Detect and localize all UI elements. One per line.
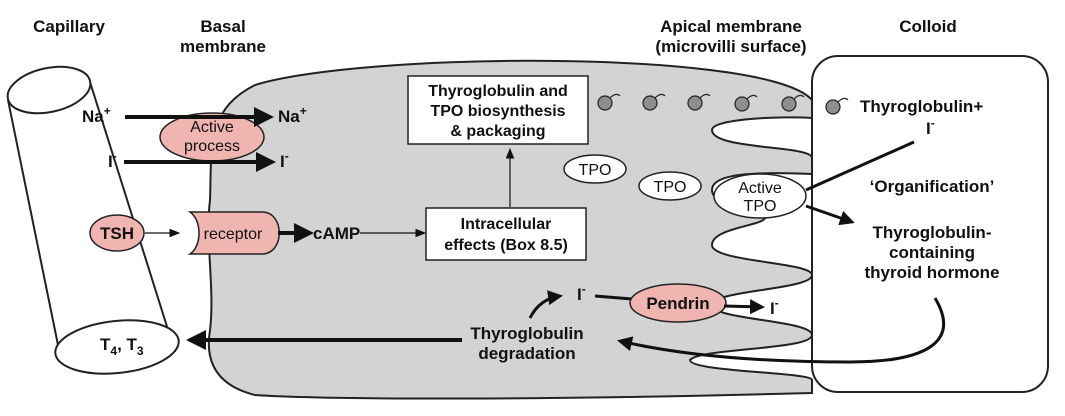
active-tpo-to-hormone-arrow [805,204,855,226]
pendrin-ellipse [629,283,727,323]
degradation-to-iodide-arrow [528,290,563,319]
hormone-line2: containing [889,243,975,262]
tpo-ellipse-2 [638,171,702,201]
vesicle-4 [734,94,758,112]
colloid-box [811,55,1049,393]
biosynthesis-line1: Thyroglobulin and [428,83,568,100]
iodide-to-active-tpo-line [805,140,915,192]
header-basal-line2: membrane [180,37,266,56]
header-colloid: Colloid [899,17,957,36]
t4-t3-label: T4, T3 [100,335,144,358]
degradation-line2: degradation [478,344,575,363]
vesicle-colloid [825,97,849,115]
degradation-line1: Thyroglobulin [470,324,583,343]
active-tpo-line2: TPO [744,198,777,215]
organification-label: ‘Organification’ [870,177,995,196]
vesicle-2 [642,93,666,111]
pendrin-label: Pendrin [646,294,709,313]
colloid-iodide-label: I- [926,116,935,138]
vesicle-3 [687,93,711,111]
vesicle-5 [781,94,805,112]
active-process-line2: process [184,138,240,155]
header-capillary: Capillary [33,17,105,36]
tsh-label: TSH [100,224,134,243]
receptor-shape [187,211,280,255]
active-process-line1: Active [190,119,234,136]
iodide-left-label: I- [108,149,117,171]
vesicles [597,93,849,115]
header-apical-line1: Apical membrane [660,17,802,36]
thyroglobulin-plus-label: Thyroglobulin+ [860,97,983,116]
vesicle-1 [597,93,621,111]
capillary-tube [6,65,180,375]
iodide-outside-label: I- [770,296,779,318]
tpo-ellipse-1 [563,154,627,184]
biosynthesis-box [407,75,589,145]
tpo-label-1: TPO [579,162,612,179]
iodide-to-pendrin-line [594,294,633,301]
biosynthesis-line3: & packaging [450,123,545,140]
intracellular-line2: effects (Box 8.5) [444,237,568,254]
tsh-ellipse [89,214,145,252]
active-tpo-ellipse [713,173,807,219]
receptor-label: receptor [204,226,263,243]
pendrin-efflux-arrow [723,299,765,315]
intracellular-effects-box [425,207,587,261]
iodide-inside-label: I- [577,282,586,304]
intracellular-line1: Intracellular [461,216,552,233]
active-tpo-line1: Active [738,180,782,197]
camp-label: cAMP [313,224,360,243]
sodium-right-label: Na+ [278,104,307,126]
header-basal-line1: Basal [200,17,245,36]
header-apical-line2: (microvilli surface) [655,37,806,56]
colloid-to-degradation-arrow [617,297,946,364]
tpo-label-2: TPO [654,179,687,196]
hormone-line3: thyroid hormone [864,263,999,282]
iodide-right-label: I- [280,149,289,171]
hormone-line1: Thyroglobulin- [873,223,992,242]
sodium-left-label: Na+ [82,104,111,126]
biosynthesis-line2: TPO biosynthesis [430,103,565,120]
